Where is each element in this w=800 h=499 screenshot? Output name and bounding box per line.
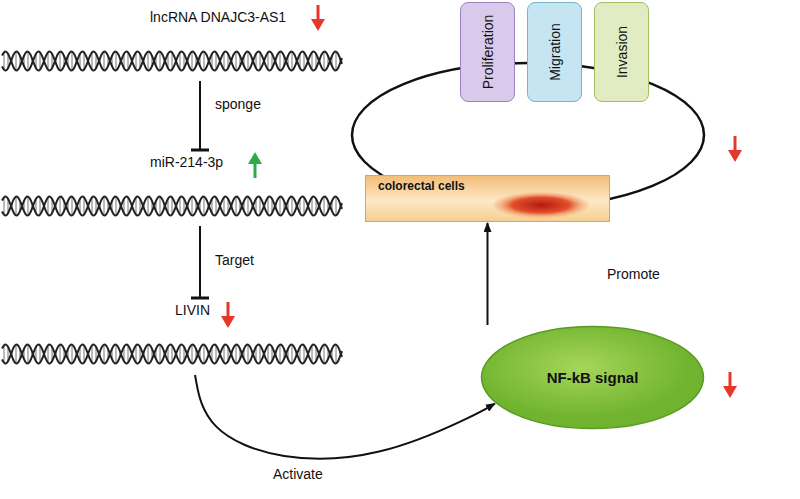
gene-strand: lncRNA DNAJC3-AS1	[0, 5, 345, 80]
gene-strand: miR-214-3p	[0, 150, 345, 225]
node-text: miR-214-3p	[150, 154, 223, 170]
gene-strand: LIVIN	[0, 298, 345, 373]
node-text: Proliferation	[480, 15, 496, 90]
node-text: NF-kB signal	[547, 369, 639, 386]
helix-backbone	[2, 345, 342, 364]
helix-strand	[0, 338, 345, 370]
helix-backbone	[2, 197, 342, 216]
node-text: LIVIN	[175, 302, 210, 318]
up-arrow	[248, 152, 262, 178]
arrow-connector	[195, 375, 495, 459]
down-arrow	[311, 5, 325, 31]
down-arrow	[728, 136, 742, 162]
outcome-box: Migration	[527, 2, 582, 102]
edge-label: sponge	[212, 96, 264, 112]
helix-backbone	[2, 197, 342, 216]
helix-backbone	[2, 52, 342, 71]
down-arrow	[723, 372, 737, 398]
nucleus	[493, 192, 589, 218]
node-text: Invasion	[614, 26, 630, 78]
outcome-box: Invasion	[594, 2, 649, 102]
arrow-connector	[487, 223, 489, 325]
edge-label: Activate	[270, 466, 326, 482]
inhibition-connector	[199, 81, 201, 150]
down-arrow	[221, 302, 235, 328]
outcome-box: Proliferation	[460, 2, 515, 102]
helix-backbone	[2, 52, 342, 71]
node-text: colorectal cells	[378, 179, 465, 193]
edge-label: Target	[212, 252, 257, 268]
node-text: lncRNA DNAJC3-AS1	[150, 9, 286, 25]
helix-strand	[0, 190, 345, 222]
edge-label: Promote	[604, 266, 663, 282]
cell-body: colorectal cells	[365, 175, 610, 222]
helix-strand	[0, 45, 345, 77]
signal-ellipse: NF-kB signal	[480, 325, 705, 430]
node-text: Migration	[547, 23, 563, 81]
helix-backbone	[2, 345, 342, 364]
inhibition-connector	[199, 226, 201, 298]
signal-ellipse-outline	[482, 327, 704, 429]
